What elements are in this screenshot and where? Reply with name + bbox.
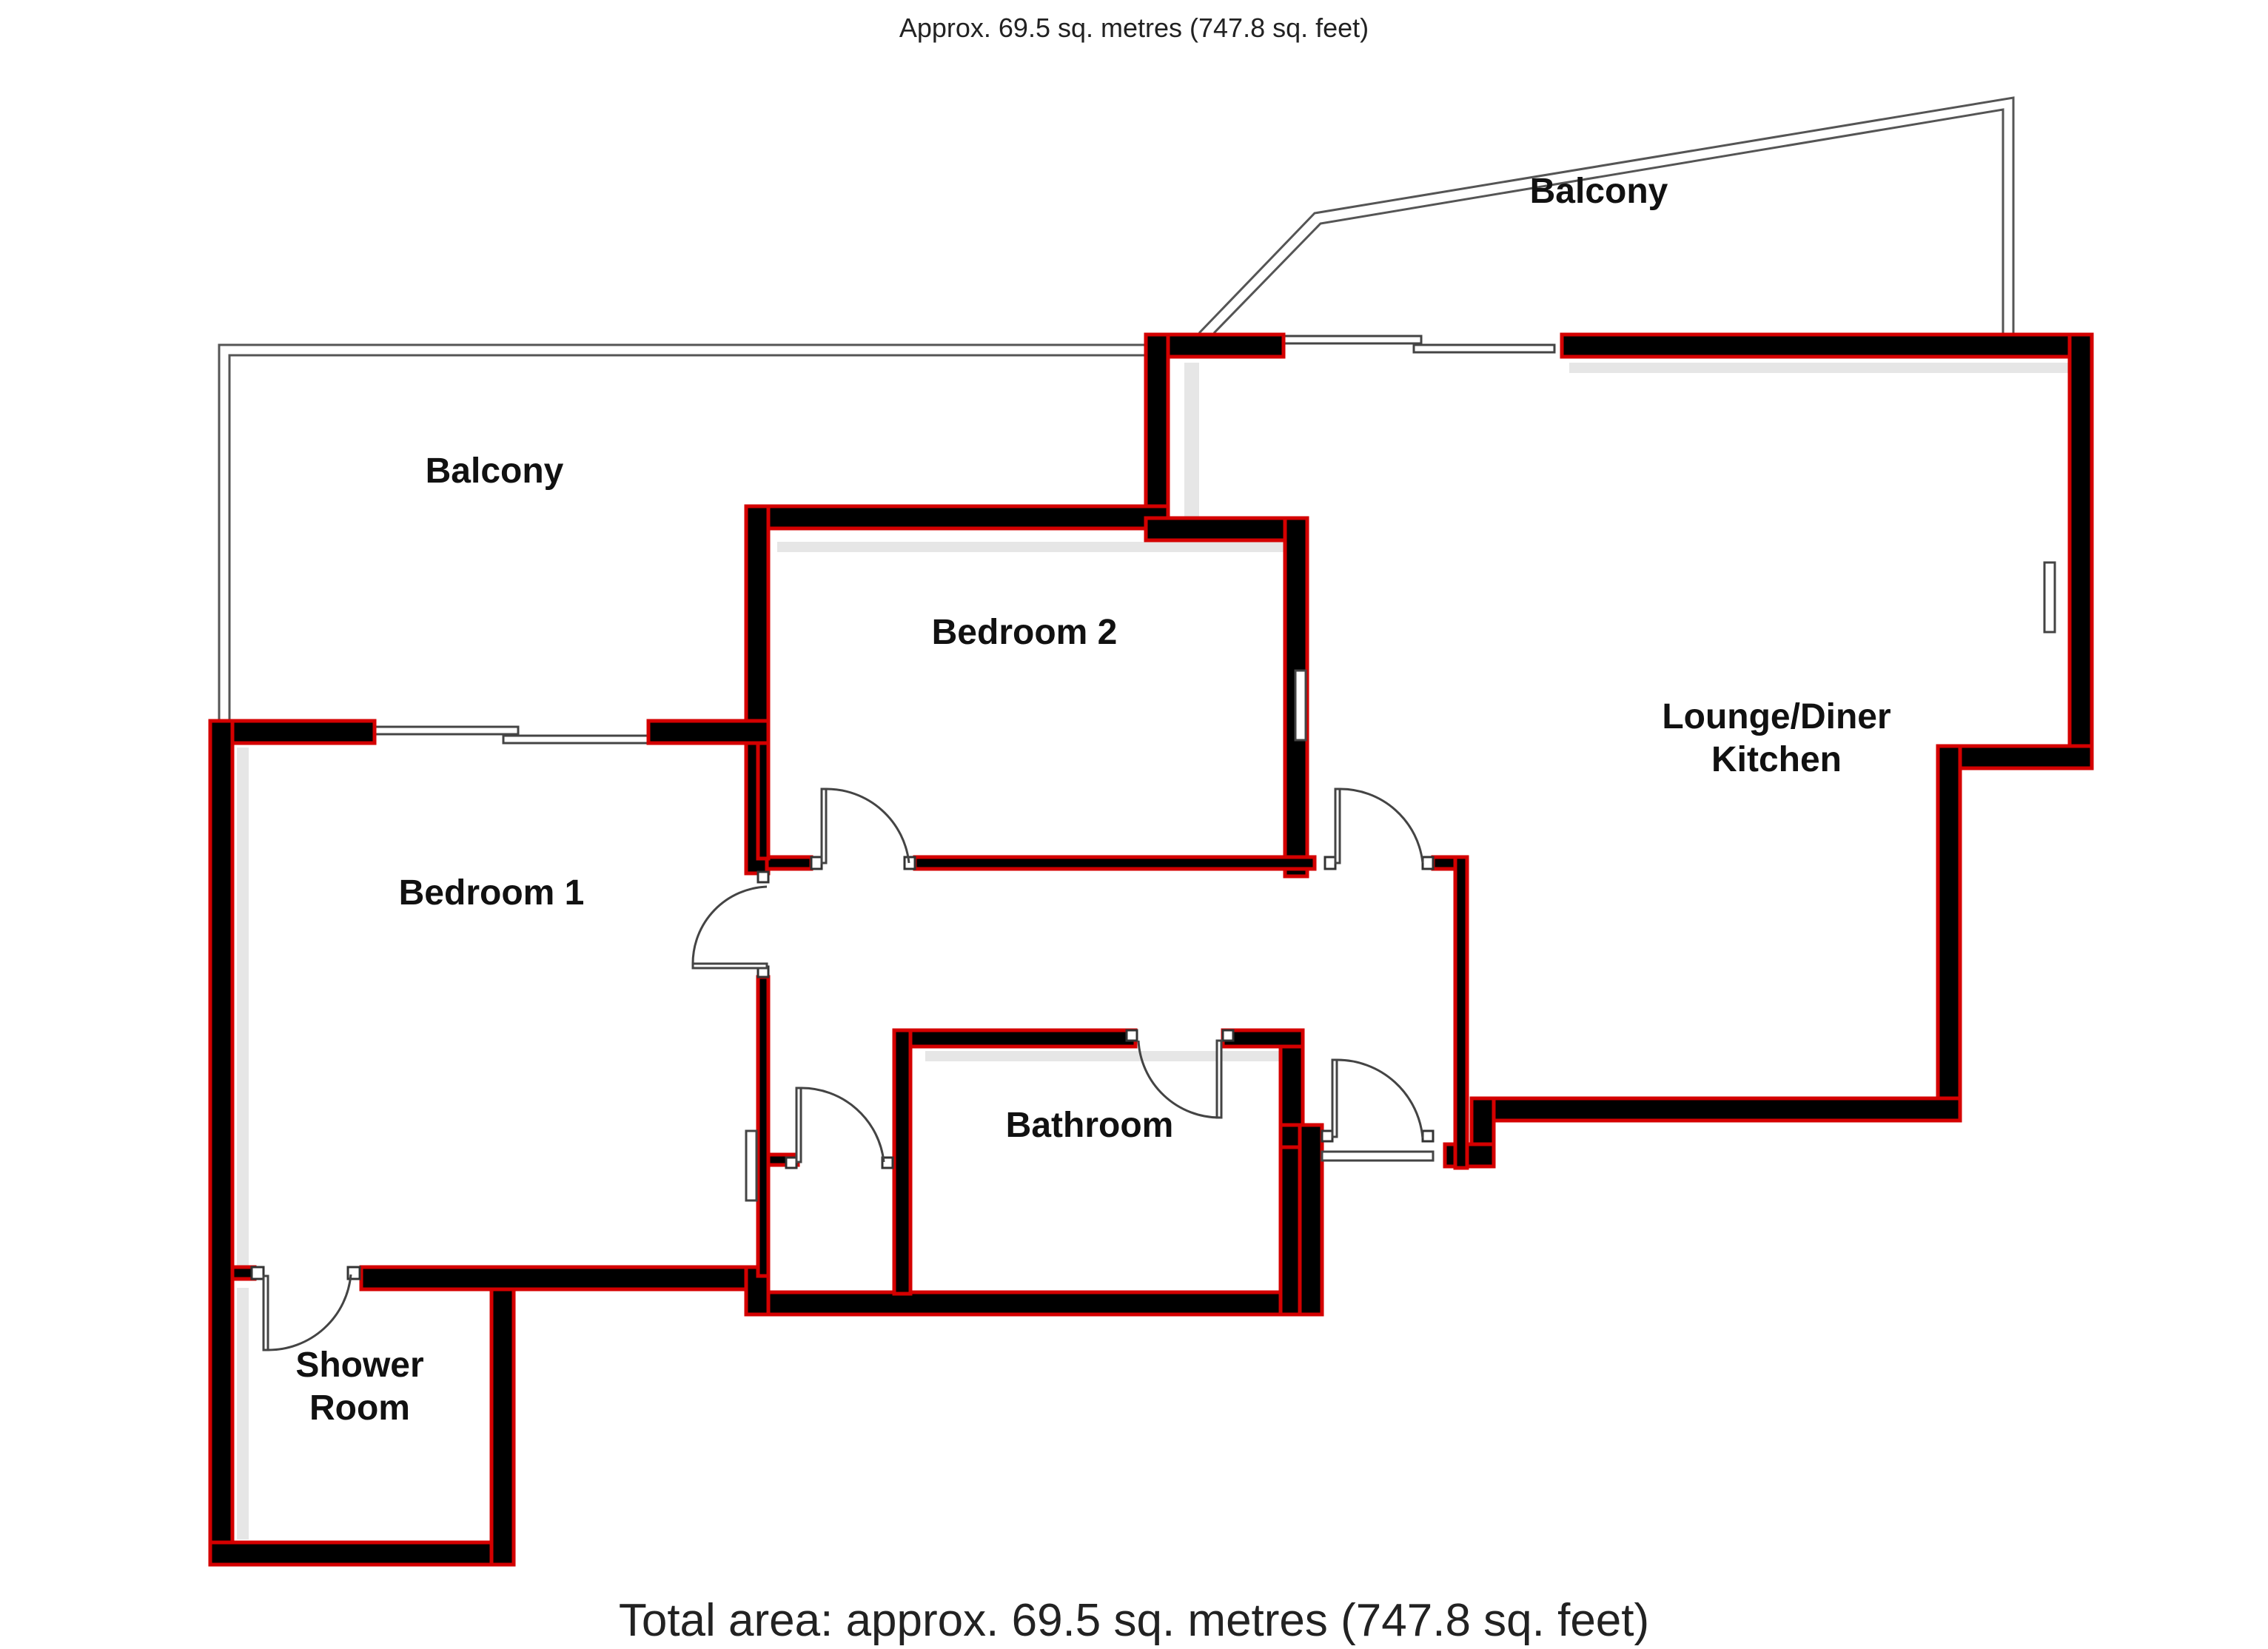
total-area: Total area: approx. 69.5 sq. metres (747… — [619, 1595, 1649, 1646]
label-bathroom: Bathroom — [1006, 1106, 1174, 1145]
label-balcony-upper: Balcony — [1530, 172, 1668, 211]
wall-shadows — [237, 363, 2073, 1539]
label-lounge-line2: Kitchen — [1711, 740, 1842, 779]
window-bedroom-2-east — [1294, 669, 1307, 742]
window-bedroom-1-closet — [745, 1129, 758, 1202]
door-bedroom-1 — [691, 870, 770, 978]
label-balcony-left: Balcony — [426, 451, 564, 491]
door-entrance — [1321, 1058, 1435, 1162]
area-note: Approx. 69.5 sq. metres (747.8 sq. feet) — [899, 13, 1369, 43]
label-shower-line2: Room — [309, 1388, 410, 1428]
door-lounge — [1323, 787, 1435, 870]
walls — [208, 332, 2094, 1567]
door-bathroom — [1125, 1029, 1235, 1119]
label-shower-line1: Shower — [295, 1346, 423, 1385]
window-lounge-east — [2043, 561, 2056, 634]
label-lounge-line1: Lounge/Diner — [1662, 697, 1890, 736]
label-bedroom-1: Bedroom 1 — [399, 873, 585, 913]
windows — [745, 561, 2056, 1202]
door-bedroom-2 — [810, 787, 916, 870]
door-closet — [785, 1087, 894, 1169]
label-bedroom-2: Bedroom 2 — [932, 613, 1118, 652]
sliding-door-lounge — [1279, 335, 1556, 354]
door-shower-room — [250, 1266, 361, 1351]
balcony-left-outline — [218, 343, 1155, 725]
balcony-upper-outline — [1198, 96, 2015, 335]
sliding-door-bedroom-1 — [369, 725, 653, 745]
